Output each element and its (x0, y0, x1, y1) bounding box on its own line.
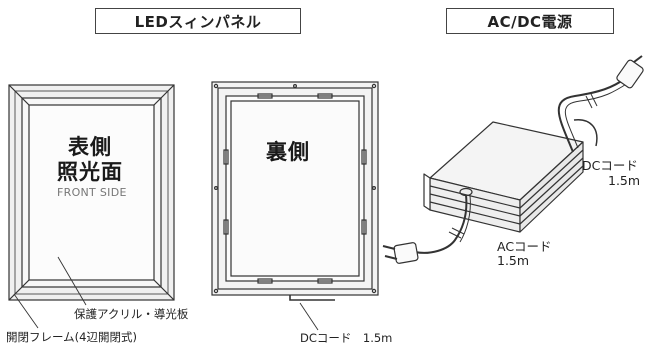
acrylic-callout-label: 保護アクリル・導光板 (74, 307, 189, 321)
front-side-subtitle: FRONT SIDE (57, 186, 127, 199)
back-panel-drawing (211, 81, 379, 331)
led-panel-title: LEDスィンパネル (134, 12, 262, 31)
front-panel-drawing (8, 84, 175, 329)
front-side-heading: 表側 (68, 135, 112, 159)
ac-cord-label: ACコード (497, 239, 552, 254)
back-dc-cord-label: DCコード 1.5m (300, 331, 393, 345)
frame-callout-label: 開閉フレーム(4辺開閉式) (6, 330, 137, 344)
led-panel-title-box: LEDスィンパネル (95, 8, 301, 34)
acdc-power-title-box: AC/DC電源 (446, 8, 614, 34)
acdc-power-title: AC/DC電源 (487, 12, 573, 31)
ac-cord-length: 1.5m (497, 253, 530, 268)
illuminated-face-heading: 照光面 (57, 160, 123, 184)
dc-cord-label: DCコード (582, 158, 638, 173)
back-side-heading: 裏側 (266, 140, 310, 164)
dc-cord-length: 1.5m (608, 173, 641, 188)
power-supply-drawing (382, 55, 644, 264)
